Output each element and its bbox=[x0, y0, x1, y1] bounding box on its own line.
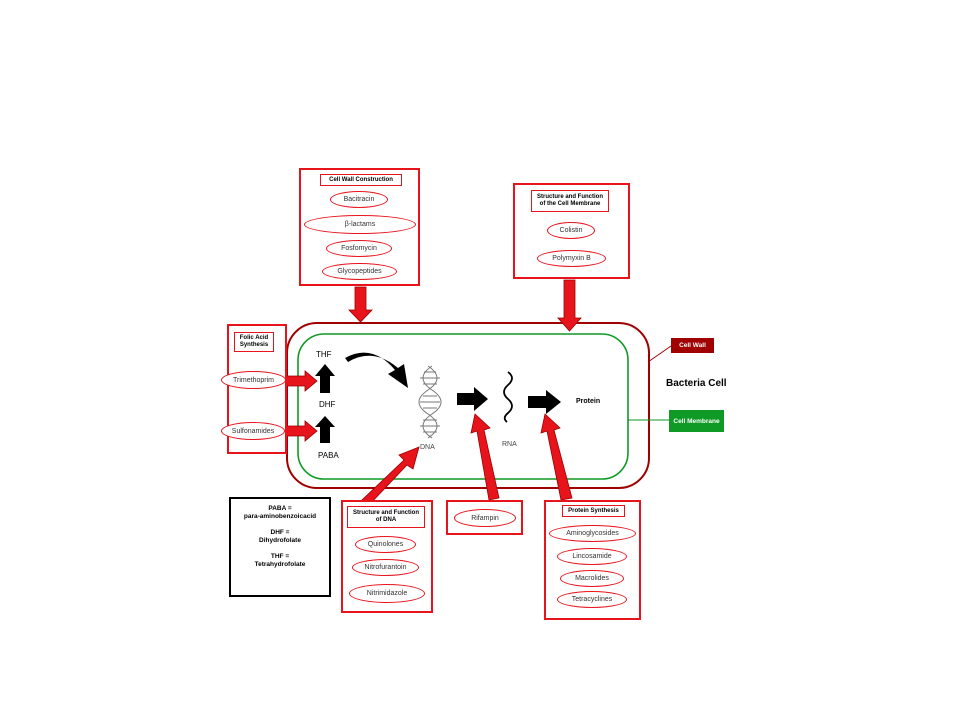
cell-wall-tag: Cell Wall bbox=[671, 338, 714, 353]
drug-tetracyclines: Tetracyclines bbox=[557, 591, 627, 608]
rifampin-red-arrow bbox=[470, 413, 500, 501]
legend-dhf-full: Dihydrofolate bbox=[259, 537, 301, 544]
cell-wall-outline bbox=[286, 322, 650, 489]
drug-macrolides: Macrolides bbox=[560, 570, 624, 587]
drug-polymyxin-b: Polymyxin B bbox=[537, 250, 606, 267]
drug-colistin: Colistin bbox=[547, 222, 595, 239]
dhf-label: DHF bbox=[319, 400, 336, 409]
drug-aminoglycosides: Aminoglycosides bbox=[549, 525, 636, 542]
paba-to-dhf-arrow bbox=[315, 416, 335, 443]
rna-to-protein-arrow bbox=[528, 390, 561, 414]
drug-sulfonamides: Sulfonamides bbox=[221, 422, 285, 440]
drug-rifampin: Rifampin bbox=[454, 509, 516, 527]
dna-drugs-red-arrow bbox=[361, 446, 420, 506]
paba-label: PABA bbox=[318, 451, 339, 460]
legend-dhf-abbr: DHF = bbox=[270, 529, 290, 536]
protein-synthesis-title: Protein Synthesis bbox=[562, 505, 625, 517]
drug-bacitracin: Bacitracin bbox=[330, 191, 388, 208]
drug-glycopeptides: Glycopeptides bbox=[322, 263, 397, 280]
dna-helix-icon bbox=[418, 365, 442, 439]
thf-label: THF bbox=[316, 350, 332, 359]
cell-membrane-red-arrow bbox=[557, 279, 582, 332]
cell-wall-connector bbox=[647, 345, 672, 363]
legend-thf-abbr: THF = bbox=[270, 553, 290, 560]
drug-fosfomycin: Fosfomycin bbox=[326, 240, 392, 257]
drug-nitrofurantoin: Nitrofurantoin bbox=[352, 559, 419, 576]
rna-strand-icon bbox=[503, 371, 513, 423]
dna-label: DNA bbox=[420, 444, 435, 451]
dhf-to-thf-arrow bbox=[315, 364, 335, 393]
legend-thf-full: Tetrahydrofolate bbox=[254, 561, 306, 568]
cell-wall-red-arrow bbox=[348, 286, 373, 323]
cell-membrane-outline bbox=[297, 333, 629, 480]
cell-wall-construction-title: Cell Wall Construction bbox=[320, 174, 402, 186]
dna-to-rna-arrow bbox=[457, 387, 488, 411]
drug-trimethoprim: Trimethoprim bbox=[221, 371, 286, 389]
drug-nitrimidazole: Nitrimidazole bbox=[349, 584, 425, 603]
folic-acid-synthesis-title: Folic Acid Synthesis bbox=[234, 332, 274, 352]
protein-synthesis-red-arrow bbox=[540, 413, 573, 501]
thf-to-dna-arrow bbox=[345, 352, 408, 388]
cell-membrane-function-title: Structure and Function of the Cell Membr… bbox=[531, 190, 609, 212]
legend-paba-abbr: PABA = bbox=[268, 505, 292, 512]
drug-lincosamide: Lincosamide bbox=[557, 548, 627, 565]
drug-quinolones: Quinolones bbox=[355, 536, 416, 553]
abbreviation-legend: PABA = para-aminobenzoicacid DHF = Dihyd… bbox=[229, 497, 331, 597]
trimethoprim-red-arrow bbox=[284, 370, 318, 392]
legend-paba-full: para-aminobenzoicacid bbox=[243, 513, 317, 520]
protein-label: Protein bbox=[576, 398, 601, 405]
sulfonamides-red-arrow bbox=[284, 420, 318, 442]
drug-beta-lactams: β-lactams bbox=[304, 215, 416, 234]
dna-structure-function-title: Structure and Function of DNA bbox=[347, 506, 425, 528]
rna-label: RNA bbox=[502, 441, 517, 448]
cell-membrane-tag: Cell Membrane bbox=[669, 410, 724, 432]
bacteria-cell-title: Bacteria Cell bbox=[666, 378, 727, 389]
